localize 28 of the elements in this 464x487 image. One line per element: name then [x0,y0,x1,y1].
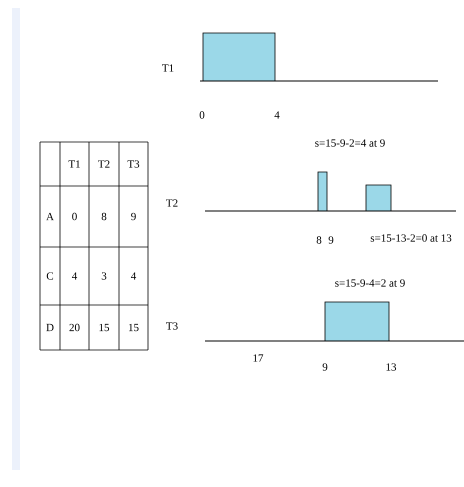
tick-label: 8 [316,236,322,244]
table-cell: 20 [69,324,80,332]
slack-note: s=15-9-4=2 at 9 [335,279,405,287]
slack-note: s=15-9-2=4 at 9 [315,139,385,147]
table-cell: D [46,324,54,332]
tick-label: 9 [322,363,328,371]
track-label: T3 [166,322,178,330]
tick-label: 4 [274,111,280,119]
table-cell: C [46,272,54,280]
table-cell: 3 [102,272,106,280]
slack-note: s=15-13-2=0 at 13 [370,234,452,242]
table-cell: 9 [131,212,136,220]
tick-label: 13 [386,363,396,371]
table-cell: T1 [68,160,80,168]
table-cell: 4 [72,272,78,280]
track-label: T2 [166,199,178,207]
table-cell: 15 [99,324,110,332]
table-cell: A [46,212,54,220]
table-cell: T3 [128,160,140,168]
table-cell: 15 [128,324,139,332]
tick-label: 0 [200,111,204,119]
table-cell: T2 [98,160,110,168]
table-cell: 0 [72,212,77,220]
table-cell: 4 [130,272,136,280]
tick-label: 17 [253,354,264,362]
track-label: T1 [162,64,174,72]
tick-label: 9 [328,236,334,244]
table-cell: 8 [102,212,106,220]
